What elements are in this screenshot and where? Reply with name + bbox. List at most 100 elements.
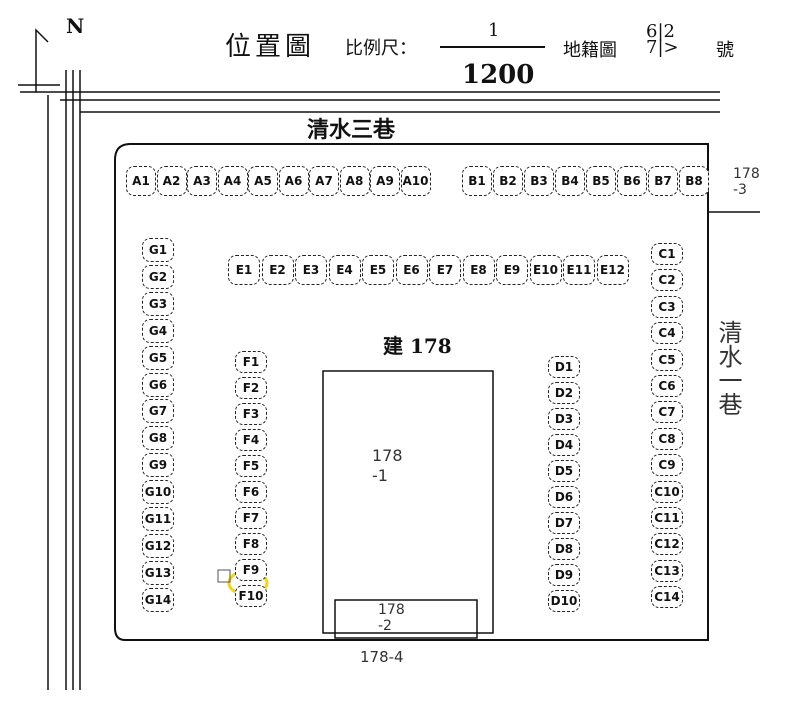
parcel-178-4-label: 178-4: [360, 648, 404, 666]
lot-e3: E3: [295, 255, 327, 285]
lot-g5: G5: [142, 345, 174, 370]
lot-c4: C4: [651, 322, 683, 345]
cadastral-label: 地籍圖: [563, 40, 617, 61]
lot-d7: D7: [548, 512, 580, 534]
lot-e7: E7: [429, 255, 461, 285]
lot-g11: G11: [142, 507, 174, 531]
north-label: N: [66, 14, 85, 38]
lot-d3: D3: [548, 408, 580, 430]
lot-a8: A8: [339, 166, 370, 196]
lot-b3: B3: [524, 166, 554, 196]
lot-a1: A1: [126, 166, 156, 196]
lot-f7: F7: [235, 507, 267, 529]
lot-g10: G10: [142, 480, 174, 505]
lot-a3: A3: [187, 166, 217, 196]
lot-d8: D8: [548, 538, 580, 560]
lot-d2: D2: [548, 382, 580, 404]
north-road-lines: [20, 91, 720, 113]
scale-label: 比例尺：: [345, 38, 417, 59]
lot-c6: C6: [651, 375, 683, 397]
lot-c7: C7: [651, 401, 683, 424]
lot-g9: G9: [142, 453, 174, 478]
lot-d9: D9: [548, 564, 580, 586]
building-label: 建 178: [383, 334, 452, 358]
lot-g7: G7: [142, 399, 174, 424]
lot-a5: A5: [248, 166, 278, 196]
lot-g13: G13: [142, 560, 174, 585]
lot-f5: F5: [235, 455, 267, 477]
lot-a9: A9: [370, 166, 400, 196]
map-title: 位置圖: [225, 32, 316, 62]
north-arrow-icon: [18, 28, 60, 92]
lot-b6: B6: [617, 166, 647, 196]
lot-c12: C12: [651, 533, 683, 556]
lot-f10: F10: [235, 585, 267, 607]
west-road-lines: [47, 70, 81, 690]
scale-denominator: 1200: [462, 60, 535, 90]
lot-c13: C13: [651, 559, 683, 582]
lot-g2: G2: [142, 264, 174, 289]
lot-b2: B2: [493, 166, 523, 196]
lot-g4: G4: [142, 318, 174, 343]
road-label-east: 清水一巷: [714, 320, 742, 416]
lot-b4: B4: [555, 166, 585, 196]
lot-a7: A7: [309, 166, 339, 196]
cadastral-fraction: 6|2 7|>: [646, 21, 679, 58]
lot-d1: D1: [548, 356, 580, 378]
lot-b7: B7: [648, 166, 678, 196]
hatch-mark: [217, 569, 231, 583]
lot-e10: E10: [529, 255, 562, 285]
lot-c8: C8: [651, 427, 683, 450]
parcel-178-1-label: 178 -1: [372, 446, 403, 485]
lot-c2: C2: [651, 269, 683, 292]
lot-g8: G8: [142, 426, 174, 451]
lot-g1: G1: [142, 238, 174, 262]
parcel-boundary: [114, 143, 709, 641]
road-label-north: 清水三巷: [307, 117, 396, 143]
parcel-178-2-box: [334, 599, 478, 639]
scale-fraction-bar: [440, 46, 545, 48]
parcel-178-3-label: 178 -3: [733, 166, 760, 198]
cadastral-fraction-bottom: 7|>: [646, 37, 679, 58]
lot-b8: B8: [679, 166, 709, 196]
lot-d4: D4: [548, 434, 580, 456]
lot-f3: F3: [235, 403, 267, 425]
lot-g3: G3: [142, 291, 174, 316]
lot-f4: F4: [235, 429, 267, 451]
lot-f2: F2: [235, 377, 267, 399]
lot-e2: E2: [261, 255, 294, 285]
lot-e4: E4: [328, 255, 361, 285]
lot-e6: E6: [395, 255, 428, 285]
lot-c14: C14: [651, 586, 683, 609]
lot-d5: D5: [548, 460, 580, 482]
lot-c9: C9: [651, 454, 683, 477]
lot-a6: A6: [278, 166, 309, 196]
cadastral-fraction-top: 6|2: [646, 21, 675, 42]
lot-g6: G6: [142, 372, 174, 397]
lot-e5: E5: [362, 255, 394, 285]
parcel-178-1-box: [322, 370, 494, 634]
lot-f6: F6: [235, 481, 267, 503]
lot-f8: F8: [235, 533, 267, 555]
lot-c3: C3: [651, 295, 683, 318]
parcel-178-2-label: 178 -2: [378, 602, 405, 634]
lot-c1: C1: [651, 243, 683, 265]
lot-c10: C10: [651, 480, 683, 503]
lot-f1: F1: [235, 351, 267, 373]
lot-d10: D10: [548, 590, 580, 612]
scale-numerator: 1: [488, 20, 500, 41]
lot-a2: A2: [156, 166, 187, 196]
lot-e12: E12: [596, 255, 629, 285]
lot-f9: F9: [235, 559, 267, 581]
lot-g14: G14: [142, 587, 174, 612]
lot-e9: E9: [496, 255, 528, 285]
lot-g12: G12: [142, 533, 174, 558]
lot-b1: B1: [462, 166, 492, 196]
lot-b5: B5: [586, 166, 616, 196]
lot-e1: E1: [228, 255, 260, 285]
lot-d6: D6: [548, 486, 580, 508]
lot-e8: E8: [462, 255, 495, 285]
lot-a10: A10: [400, 166, 431, 196]
lot-c11: C11: [651, 507, 683, 529]
